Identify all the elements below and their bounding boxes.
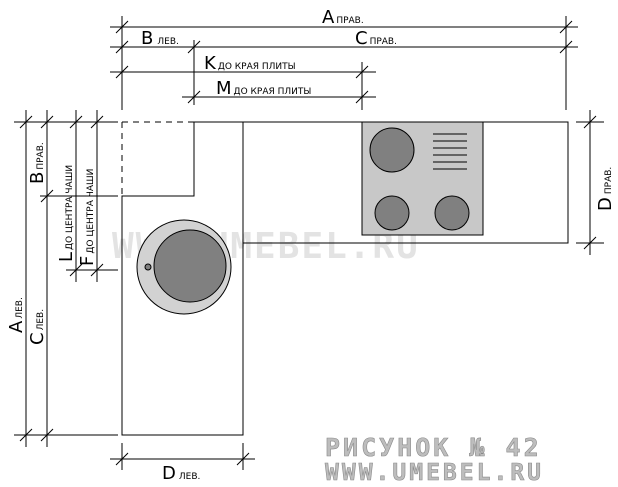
sink-bowl <box>153 229 227 303</box>
dimension-l-sink: LДО ЦЕНТРА ЧАШИ <box>56 110 118 282</box>
svg-text:BПРАВ.: BПРАВ. <box>27 142 48 184</box>
dimension-b-right-left: BПРАВ. <box>27 115 118 203</box>
sink-drain <box>144 263 152 271</box>
figure-url: WWW.UMEBEL.RU <box>325 460 544 486</box>
cooktop-control-lines <box>433 133 467 170</box>
svg-text:KДО КРАЯ ПЛИТЫ: KДО КРАЯ ПЛИТЫ <box>204 53 296 74</box>
dimension-f-sink: FДО ЦЕНТРА ЧАШИ <box>77 110 104 282</box>
figure-title: РИСУНОК № 42 <box>325 433 542 462</box>
burner-small-right <box>434 195 470 231</box>
burner-large <box>369 127 415 173</box>
svg-text:AЛЕВ.: AЛЕВ. <box>6 297 27 333</box>
svg-text:MДО КРАЯ ПЛИТЫ: MДО КРАЯ ПЛИТЫ <box>216 78 311 99</box>
svg-text:DПРАВ.: DПРАВ. <box>595 167 616 211</box>
svg-text:LДО ЦЕНТРА ЧАШИ: LДО ЦЕНТРА ЧАШИ <box>56 165 77 262</box>
dimension-a-left: AЛЕВ. <box>6 110 118 447</box>
svg-text:FДО ЦЕНТРА ЧАШИ: FДО ЦЕНТРА ЧАШИ <box>77 169 98 266</box>
dimension-d-right: DПРАВ. <box>576 110 616 255</box>
burner-small-left <box>374 195 410 231</box>
svg-text:CЛЕВ.: CЛЕВ. <box>27 309 48 345</box>
